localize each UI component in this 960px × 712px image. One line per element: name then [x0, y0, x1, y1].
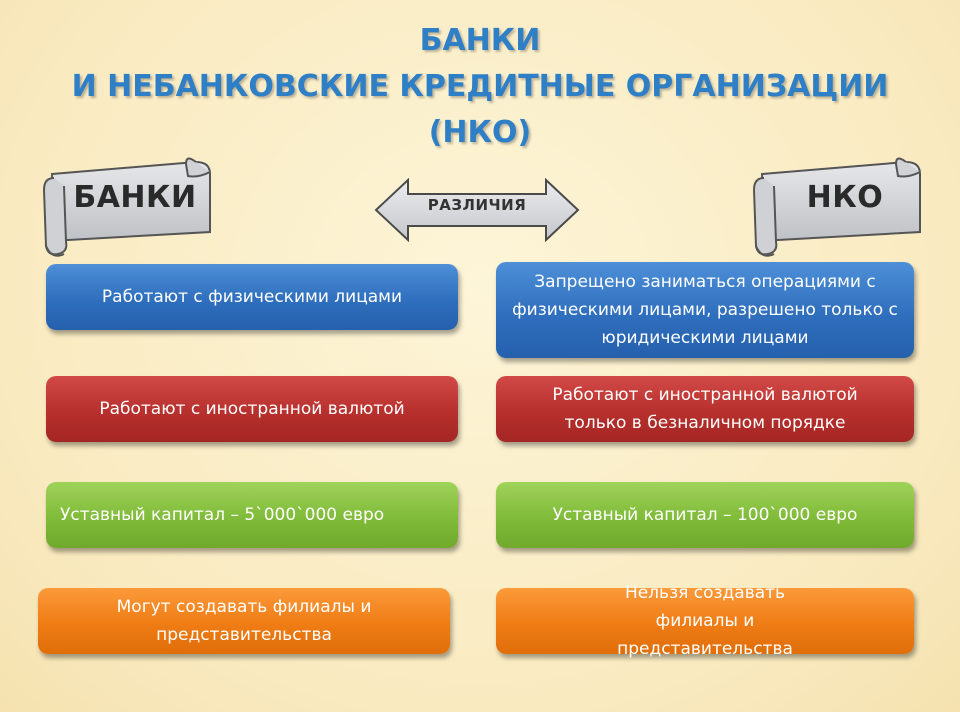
nko-row-1: Запрещено заниматься операциями с физиче… — [496, 262, 914, 358]
banks-row-4: Могут создавать филиалы и представительс… — [38, 588, 450, 654]
banks-scroll-banner: БАНКИ — [38, 150, 216, 262]
title-line-3: (НКО) — [428, 115, 532, 150]
title-line-1: БАНКИ — [419, 23, 541, 58]
nko-scroll-banner: НКО — [748, 150, 926, 262]
banks-row-3: Уставный капитал – 5`000`000 евро — [46, 482, 458, 548]
nko-row-3: Уставный капитал – 100`000 евро — [496, 482, 914, 548]
differences-label: РАЗЛИЧИЯ — [427, 196, 527, 214]
nko-row-2: Работают с иностранной валютой только в … — [496, 376, 914, 442]
scroll-shape-icon — [42, 157, 211, 257]
banks-row-2: Работают с иностранной валютой — [46, 376, 458, 442]
nko-row-4: Нельзя создавать филиалы и представитель… — [496, 583, 914, 659]
banks-header: БАНКИ — [73, 180, 197, 215]
double-arrow-icon — [374, 178, 580, 242]
banks-row-1: Работают с физическими лицами — [46, 264, 458, 330]
title-line-2: И НЕБАНКОВСКИЕ КРЕДИТНЫЕ ОРГАНИЗАЦИИ — [71, 69, 889, 104]
scroll-shape-icon — [752, 157, 921, 257]
nko-header: НКО — [806, 180, 884, 215]
